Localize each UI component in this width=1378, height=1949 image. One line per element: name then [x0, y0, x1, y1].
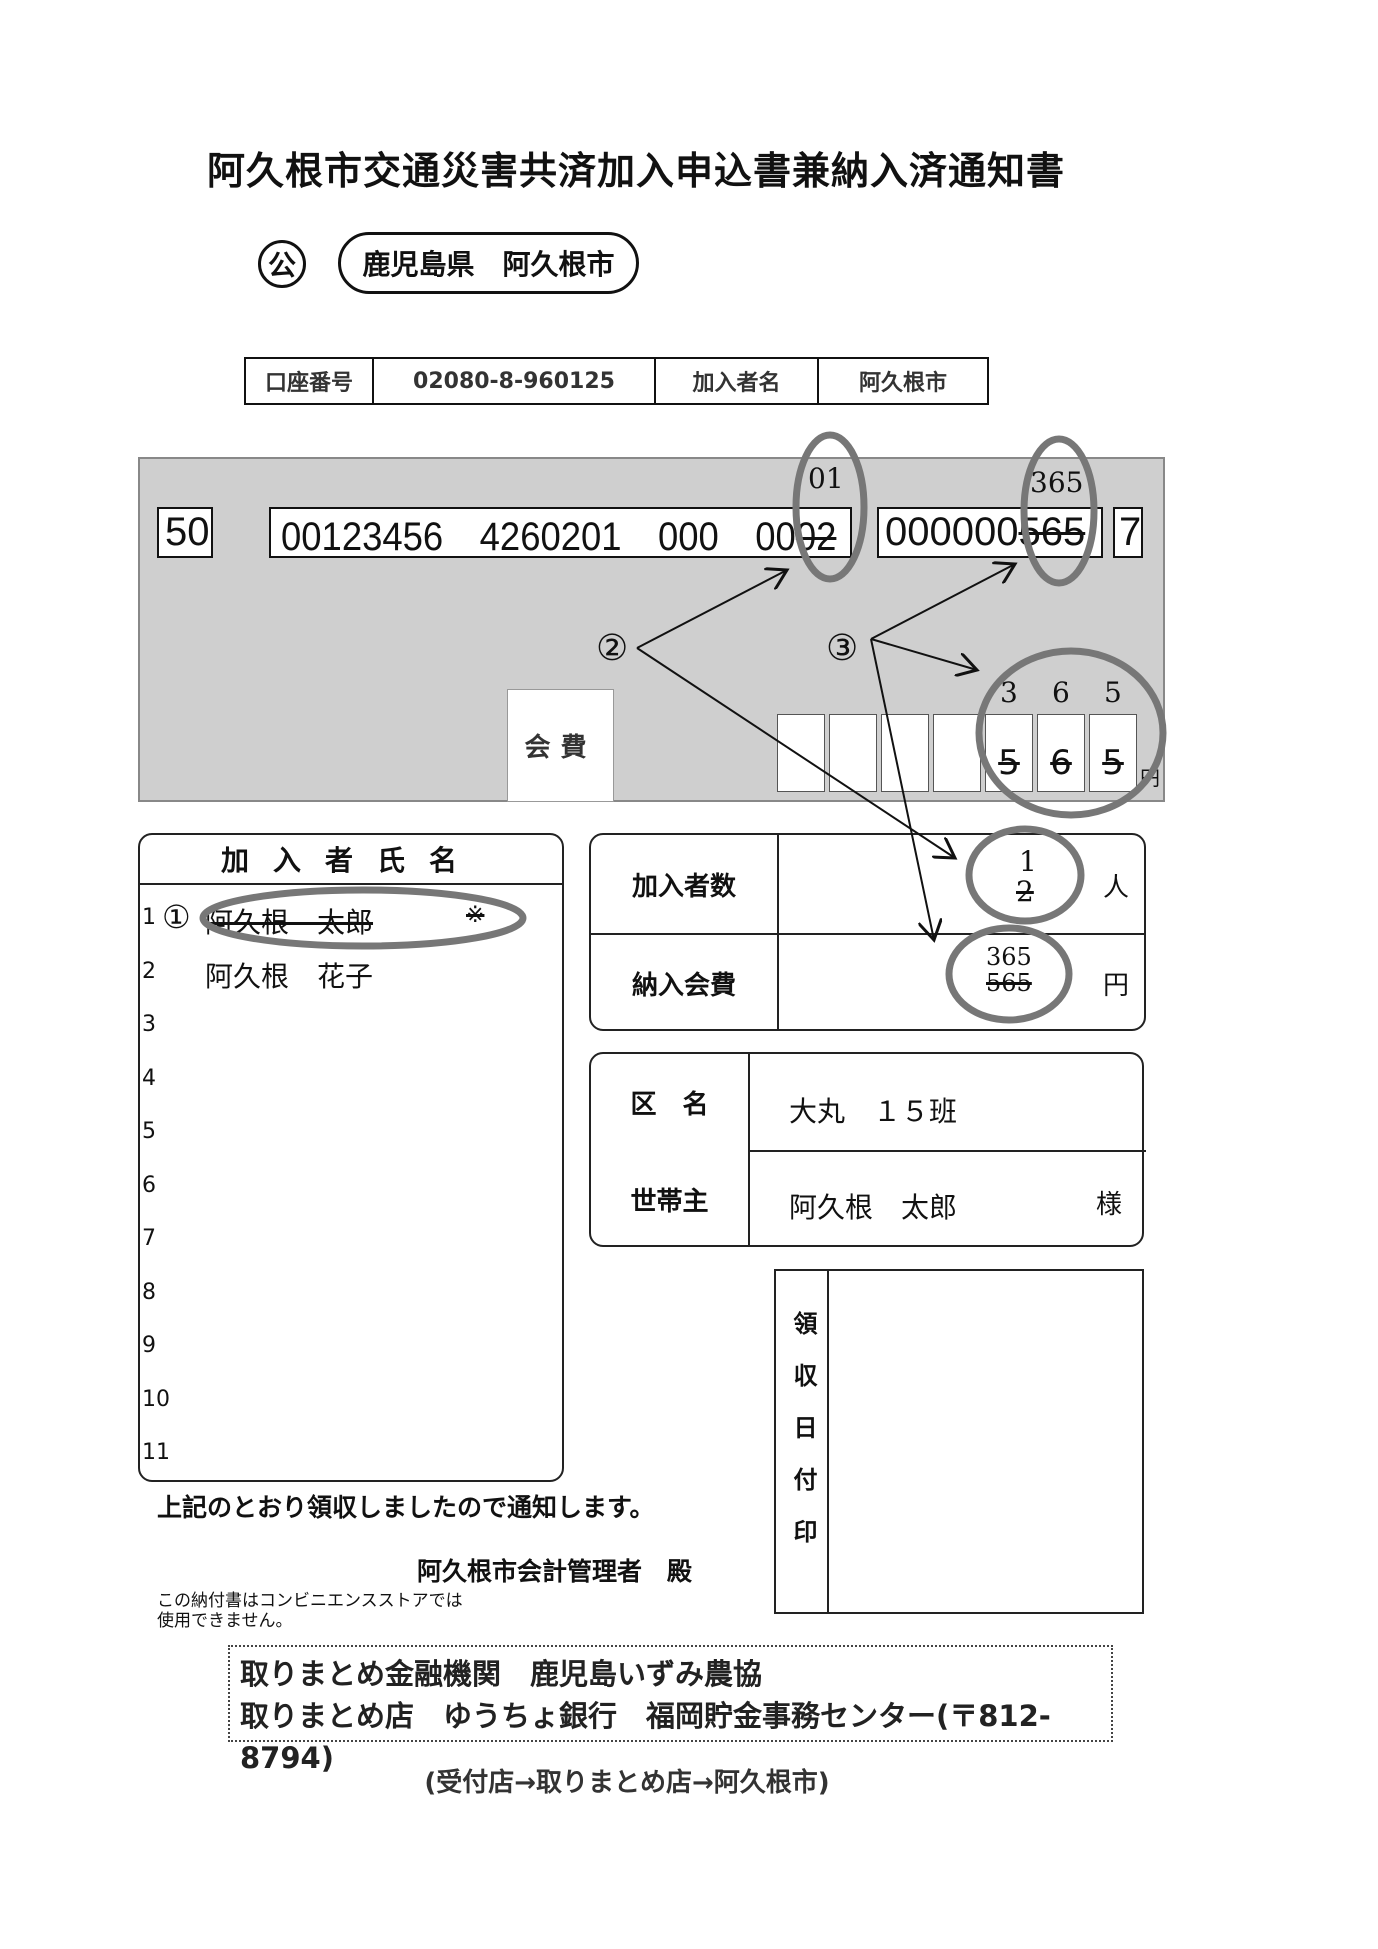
- addressee: 阿久根市会計管理者 殿: [417, 1557, 693, 1586]
- fee-unit: 円: [1140, 766, 1160, 790]
- member-row-number: 11: [142, 1440, 170, 1465]
- district-value: 大丸 １５班: [789, 1095, 958, 1128]
- handwritten-amount: 365: [1030, 466, 1084, 499]
- member-row-number: 3: [142, 1012, 156, 1037]
- account-number-label: 口座番号: [246, 359, 374, 403]
- annotation-2: ②: [596, 628, 629, 669]
- account-holder: 阿久根市: [858, 371, 947, 396]
- ocr-code: 00123456 4260201 000 0002: [269, 507, 852, 559]
- convenience-note-2: 使用できません。: [157, 1611, 293, 1631]
- fee-digit-box: 6: [1037, 714, 1085, 792]
- ocr-code-wrapper: 00123456 4260201 000 0002: [281, 504, 836, 562]
- fee-digit-box: [829, 714, 877, 792]
- ocr-amount-wrapper: 000000565: [885, 510, 1085, 555]
- household-head-value: 阿久根 太郎: [789, 1191, 958, 1224]
- honorific: 様: [1096, 1190, 1123, 1220]
- member-row-number: 8: [142, 1279, 156, 1305]
- account-holder-label: 加入者名: [656, 359, 819, 403]
- fee-digit-box: [881, 714, 929, 792]
- member-count-printed: 2: [1016, 875, 1034, 908]
- member-row-number: 9: [142, 1333, 156, 1358]
- collection-institution: 取りまとめ金融機関 鹿児島いずみ農協: [240, 1657, 763, 1691]
- member-row-number: 2: [142, 958, 156, 984]
- member-row-number: 10: [142, 1386, 170, 1412]
- member-count-label: 加入者数: [631, 871, 736, 902]
- collection-box: 取りまとめ金融機関 鹿児島いずみ農協 取りまとめ店 ゆうちょ銀行 福岡貯金事務セ…: [228, 1645, 1113, 1775]
- ocr-amount: 000000565: [877, 507, 1103, 558]
- household-head-label: 世帯主: [630, 1187, 709, 1217]
- members-header: 加入者氏名: [140, 835, 562, 885]
- document-title: 阿久根市交通災害共済加入申込書兼納入済通知書: [207, 149, 1066, 193]
- ocr-amount-prefix: 000000: [885, 510, 1019, 554]
- receipt-stamp-label: 領収日付印: [789, 1311, 817, 1571]
- summary-panel: 加入者数 納入会費 1 2 人 365 565 円: [589, 833, 1146, 1031]
- fee-digit-box: 5: [1089, 714, 1137, 792]
- member-count-handwritten: 1: [1019, 845, 1037, 878]
- account-table: 口座番号 02080-8-960125 加入者名 阿久根市: [244, 357, 989, 405]
- handwritten-fee-digit: 3: [1000, 676, 1018, 709]
- ocr-prefix: 50: [157, 507, 213, 558]
- account-number: 02080-8-960125: [374, 359, 656, 403]
- member-row-name: 阿久根 太郎: [205, 906, 374, 939]
- collection-branch: 取りまとめ店 ゆうちょ銀行 福岡貯金事務センター(〒812-8794): [240, 1699, 1051, 1775]
- annotation-3: ③: [826, 628, 859, 669]
- member-row-number: 7: [142, 1226, 156, 1251]
- household-panel: 区 名 世帯主 大丸 １５班 阿久根 太郎 様: [589, 1052, 1146, 1247]
- ocr-amount-printed: 565: [1018, 510, 1086, 554]
- issuer-label: 鹿児島県 阿久根市: [338, 232, 639, 294]
- member-row-number: 1: [142, 905, 156, 930]
- convenience-note: この納付書はコンビニエンスストアでは: [157, 1591, 463, 1611]
- ocr-check-digit: 7: [1113, 507, 1143, 558]
- handwritten-fee-digit: 6: [1052, 676, 1070, 709]
- ocr-code-text: 00123456 4260201 000 00: [281, 514, 796, 559]
- member-row-mark: ※: [466, 903, 485, 928]
- routing-flow: (受付店→取りまとめ店→阿久根市): [424, 1768, 830, 1798]
- member-row-number: 5: [142, 1119, 156, 1144]
- member-row-number: 6: [142, 1172, 156, 1198]
- member-count-unit: 人: [1103, 873, 1130, 903]
- handwritten-fee-digit: 5: [1104, 676, 1122, 709]
- paid-fee-label: 納入会費: [631, 970, 736, 1001]
- handwritten-count: 01: [808, 462, 844, 495]
- member-row-name: 阿久根 花子: [205, 959, 374, 993]
- district-label: 区 名: [630, 1089, 709, 1120]
- paid-fee-printed: 565: [986, 969, 1032, 997]
- ocr-count-printed: 02: [795, 514, 837, 559]
- paid-fee-handwritten: 365: [986, 943, 1032, 971]
- public-mark-icon: 公: [258, 240, 306, 288]
- fee-digit-box: [933, 714, 981, 792]
- paid-fee-unit: 円: [1103, 971, 1130, 1001]
- annotation-1: ①: [162, 898, 191, 936]
- fee-label: 会費: [507, 689, 614, 802]
- fee-digit-box: 5: [985, 714, 1033, 792]
- receipt-stamp-box: 領収日付印: [774, 1269, 1144, 1614]
- fee-digit-box: [777, 714, 825, 792]
- notice-text: 上記のとおり領収しましたので通知します。: [157, 1493, 655, 1522]
- member-row-number: 4: [142, 1065, 156, 1091]
